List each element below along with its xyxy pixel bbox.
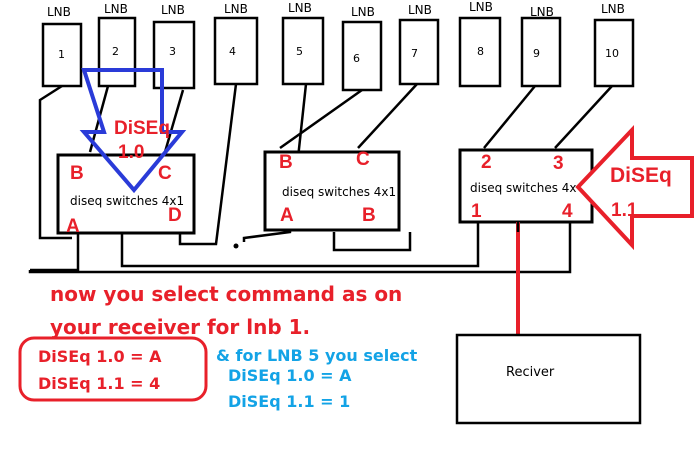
wire-sw1-to-sw3-port4 <box>28 220 572 274</box>
instruction-line-1: now you select command as on <box>50 282 402 306</box>
switch-2-box <box>263 150 401 232</box>
lnb-9-box <box>520 16 562 88</box>
diseq-1-1-arrow-label-line2: 1.1 <box>611 200 638 221</box>
lnb-7-number: 7 <box>411 47 418 60</box>
lnb-8-number: 8 <box>477 45 484 58</box>
lnb1-diseq-1-0: DiSEq 1.0 = A <box>38 347 162 366</box>
switch-1-port-c: C <box>158 163 172 184</box>
lnb-10-header: LNB <box>601 2 625 16</box>
switch-3-port-1: 1 <box>471 201 482 222</box>
switch-3-port-3: 3 <box>553 153 564 174</box>
switch-3-label: diseq switches 4x <box>470 181 577 195</box>
lnb-2-header: LNB <box>104 2 128 16</box>
diseq-1-1-arrow-label-line1: DiSEq <box>610 164 672 187</box>
lnb-5-header: LNB <box>288 1 312 15</box>
switch-2-port-a: A <box>280 205 294 226</box>
lnb-4-header: LNB <box>224 2 248 16</box>
switch-2-port-b: B <box>279 152 293 173</box>
lnb-9-header: LNB <box>530 5 554 19</box>
lnb-3-header: LNB <box>161 3 185 17</box>
wire-lnb10 <box>554 85 613 149</box>
lnb-9-number: 9 <box>533 47 540 60</box>
diseq-1-1-arrow-icon <box>575 124 694 251</box>
switch-2-port-b2: B <box>362 205 376 226</box>
lnb-2-number: 2 <box>112 45 119 58</box>
wires <box>28 83 613 274</box>
lnb-numbers: 1 2 3 4 5 6 7 8 9 10 <box>58 45 619 65</box>
lnb-2-box <box>97 16 137 88</box>
wire-lnb3 <box>163 89 185 153</box>
lnb-1-box <box>41 22 83 88</box>
instruction-line-2: your receiver for lnb 1. <box>50 315 310 339</box>
wire-sw2-output <box>332 232 412 252</box>
lnb-4-box <box>213 16 259 86</box>
lnb-8-box <box>458 16 502 88</box>
lnb-5-number: 5 <box>296 45 303 58</box>
lnb-7-header: LNB <box>408 3 432 17</box>
switch-2-port-c: C <box>356 149 370 170</box>
lnb-10-number: 10 <box>605 47 619 60</box>
lnb-3-number: 3 <box>169 45 176 58</box>
switch-1-box <box>56 153 196 235</box>
switch-boxes <box>56 148 594 235</box>
lnb-boxes <box>41 16 635 92</box>
lnb5-note-intro: & for LNB 5 you select <box>216 346 418 365</box>
wire-lnb6 <box>279 88 363 150</box>
wire-lnb9 <box>483 85 536 149</box>
lnb-7-box <box>398 18 440 86</box>
lnb-6-number: 6 <box>353 52 360 65</box>
switch-1-port-a: A <box>66 216 80 237</box>
wire-sw1-a-loop <box>30 232 80 272</box>
lnb-headers: LNB LNB LNB LNB LNB LNB LNB LNB LNB LNB <box>47 0 625 19</box>
lnb5-diseq-1-0: DiSEq 1.0 = A <box>228 366 352 385</box>
lnb-1-header: LNB <box>47 5 71 19</box>
lnb-4-number: 4 <box>229 45 236 58</box>
receiver-box <box>455 333 642 425</box>
switch-1-label: diseq switches 4x1 <box>70 194 184 208</box>
lnb-10-box <box>593 18 635 88</box>
diseq-1-0-arrow-label-line1: DiSEq <box>114 118 170 139</box>
switch-1-port-b: B <box>70 163 84 184</box>
wire-sw1-to-sw3 <box>120 222 480 268</box>
wire-lnb4 <box>178 83 238 246</box>
wire-lnb1 <box>38 84 72 240</box>
lnb-6-header: LNB <box>351 5 375 19</box>
lnb-6-box <box>341 20 383 92</box>
switch-2-label: diseq switches 4x1 <box>282 185 396 199</box>
switch-3-port-2: 2 <box>481 152 492 173</box>
lnb5-diseq-1-1: DiSEq 1.1 = 1 <box>228 392 350 411</box>
junction-dot <box>233 243 239 249</box>
switch-1-port-d: D <box>168 205 182 226</box>
switch-3-port-4: 4 <box>562 201 573 222</box>
lnb-1-number: 1 <box>58 48 65 61</box>
lnb-5-box <box>281 16 325 86</box>
diseq-1-0-arrow-icon <box>79 68 187 194</box>
switch-3-box <box>458 148 594 224</box>
wire-lnb7 <box>357 83 418 149</box>
lnb1-settings-box <box>18 336 208 402</box>
diseq-1-0-arrow-label-line2: 1.0 <box>118 142 144 163</box>
lnb-8-header: LNB <box>469 0 493 14</box>
lnb1-diseq-1-1: DiSEq 1.1 = 4 <box>38 374 160 393</box>
receiver-label: Reciver <box>506 365 555 380</box>
